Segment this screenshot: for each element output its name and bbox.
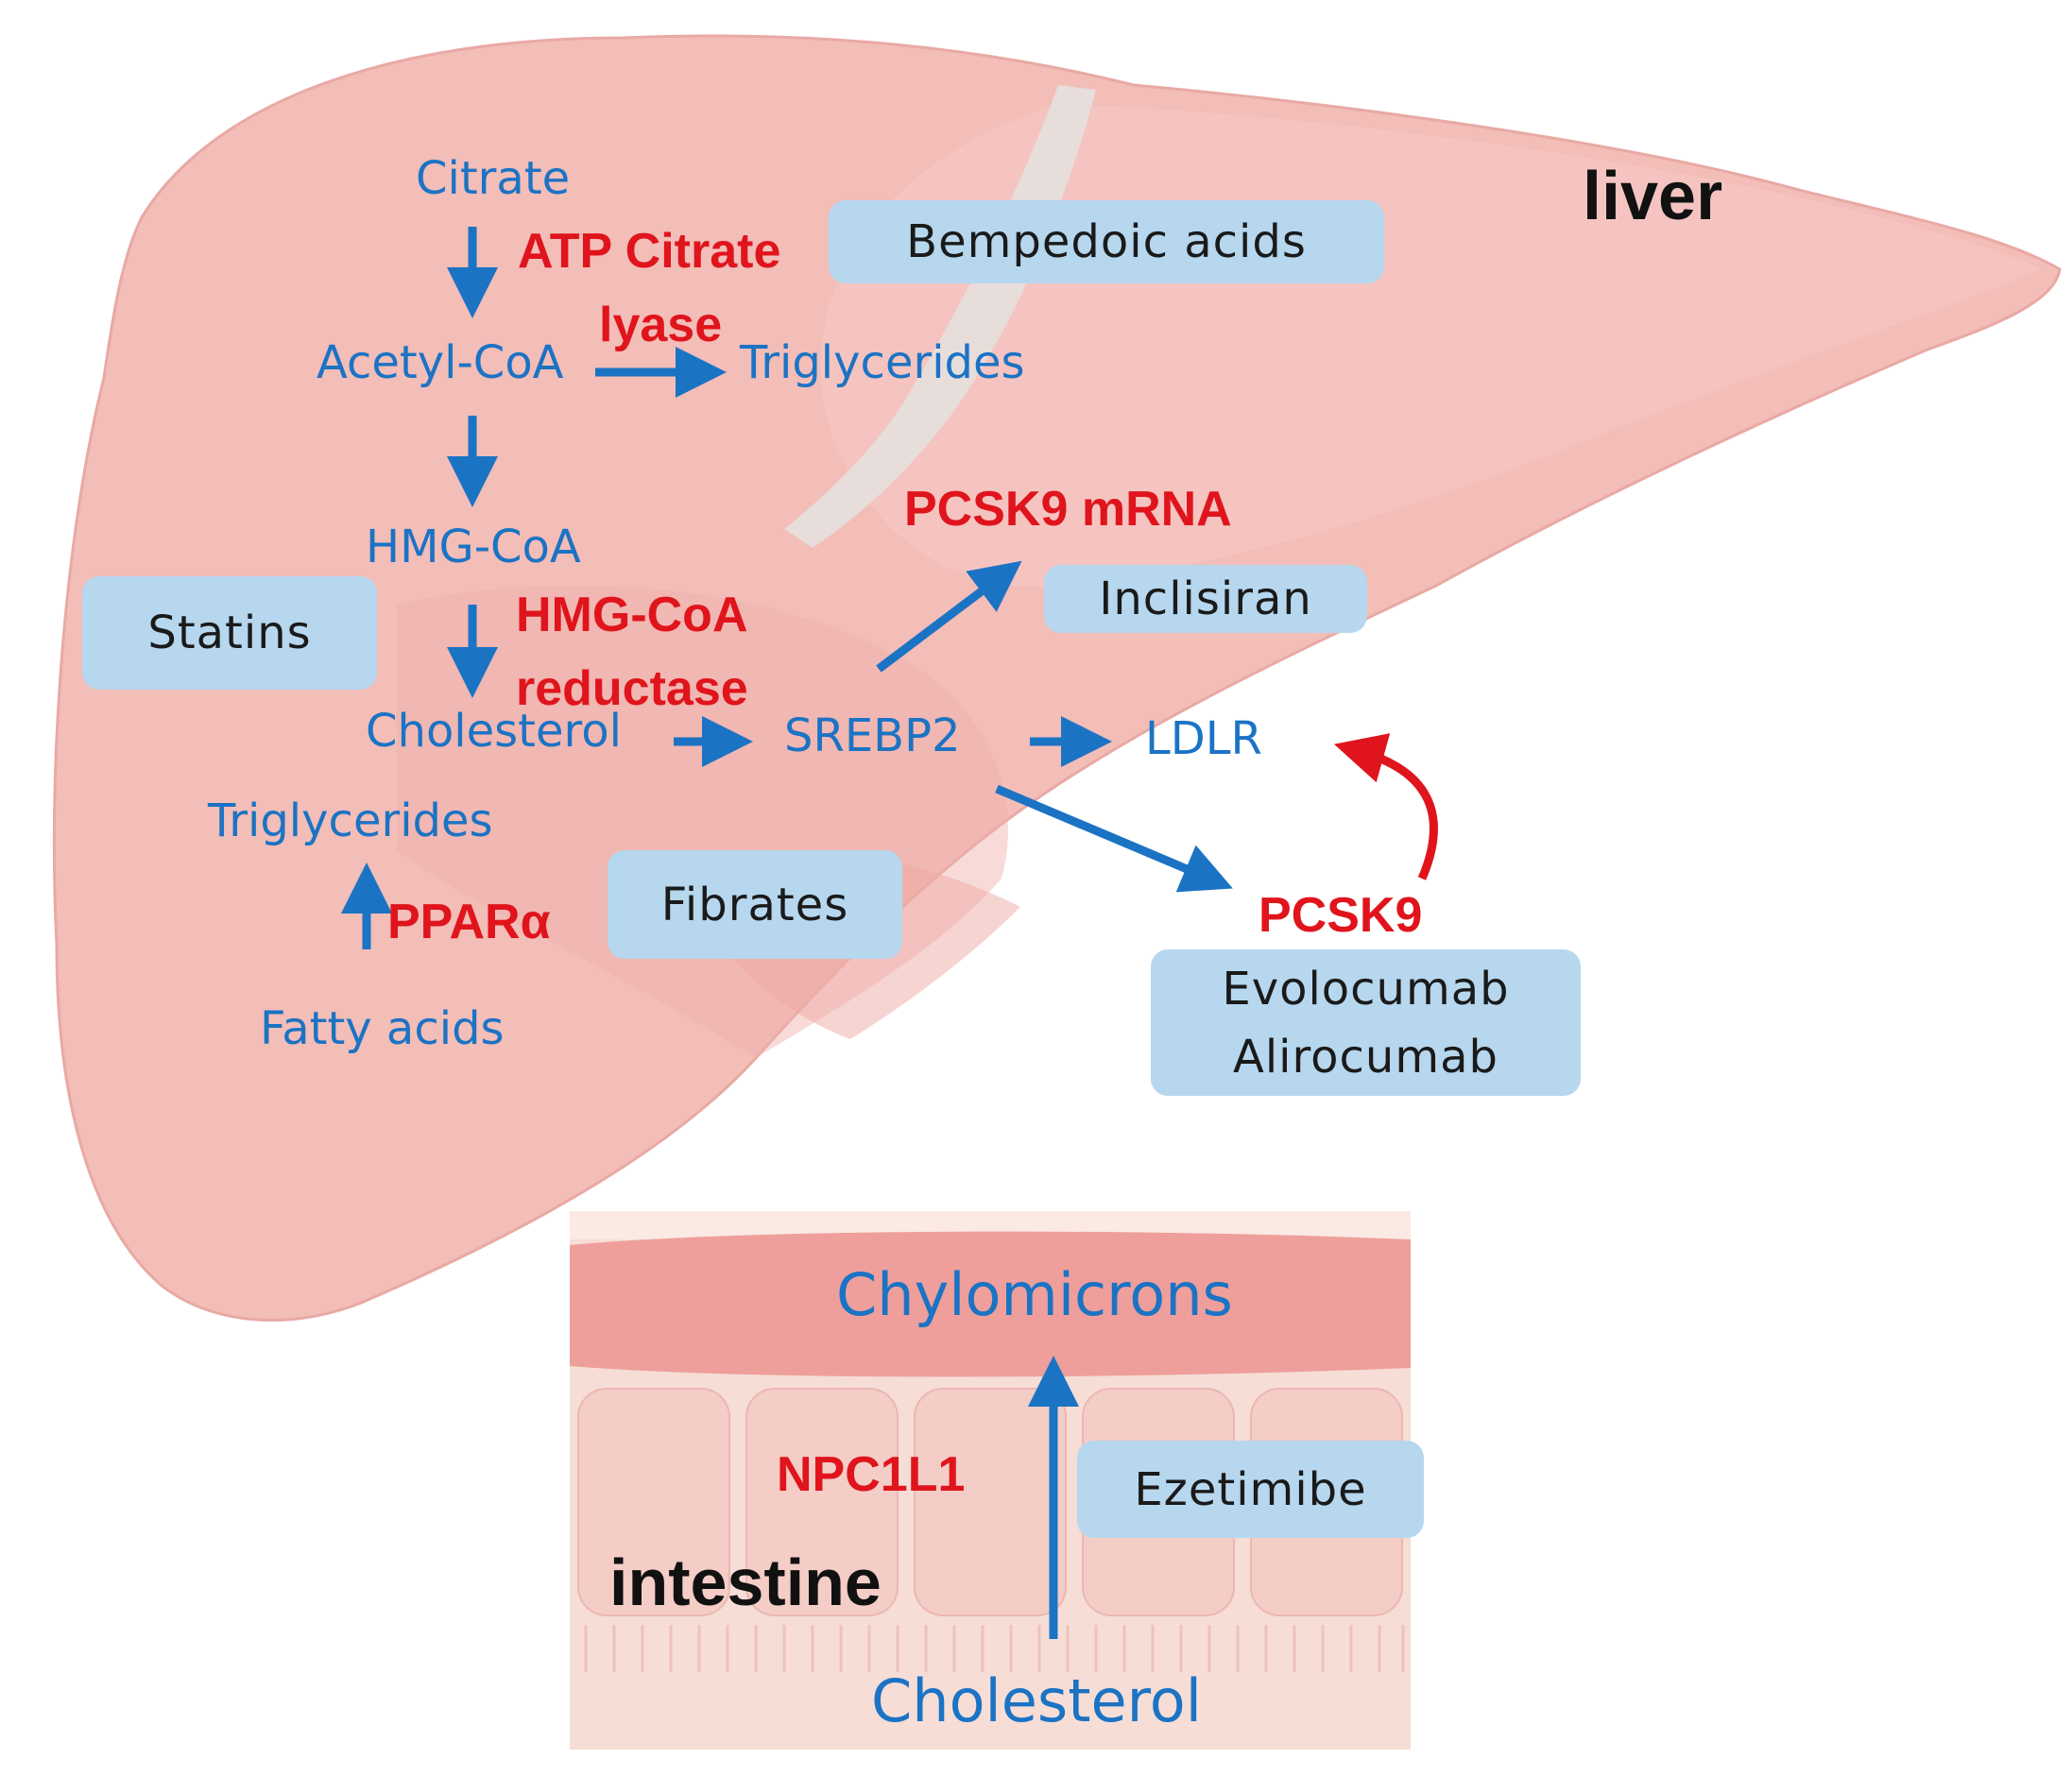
cholesterol-liver-label: Cholesterol	[366, 705, 622, 758]
bempedoic-acid-label: Bempedoic acids	[906, 215, 1307, 268]
pcsk9-label: PCSK9	[1259, 888, 1423, 943]
srebp2-label: SREBP2	[784, 709, 961, 762]
chylomicrons-label: Chylomicrons	[836, 1260, 1233, 1329]
triglycerides-left-label: Triglycerides	[208, 794, 493, 847]
intestine-label: intestine	[609, 1545, 882, 1619]
arrow-srebp2-to-pcsk9	[995, 784, 1233, 893]
arrow-pcsk9-degrades-ldlr	[1333, 733, 1438, 880]
evolocumab-label: Evolocumab	[1222, 962, 1510, 1016]
pcsk9-antibodies-box: Evolocumab Alirocumab	[1151, 949, 1581, 1096]
ezetimibe-box: Ezetimibe	[1077, 1441, 1424, 1538]
ppar-alpha-label: PPARα	[387, 895, 551, 949]
intestine-band	[570, 1231, 1411, 1377]
atp-citrate-lyase-label-line2: lyase	[599, 298, 723, 352]
triglycerides-top-label: Triglycerides	[740, 336, 1025, 389]
bempedoic-acid-box: Bempedoic acids	[829, 200, 1384, 283]
inclisiran-label: Inclisiran	[1099, 572, 1312, 625]
hmg-coa-reductase-label-line1: HMG-CoA	[516, 588, 748, 642]
intestine-brush-border	[584, 1625, 1405, 1672]
fibrates-box: Fibrates	[608, 850, 902, 959]
ldlr-label: LDLR	[1145, 712, 1262, 765]
arrow-srebp2-to-pcsk9mrna	[876, 560, 1022, 673]
cholesterol-intestine-label: Cholesterol	[871, 1666, 1202, 1735]
alirocumab-label: Alirocumab	[1232, 1030, 1498, 1084]
fibrates-label: Fibrates	[660, 878, 849, 931]
statins-label: Statins	[147, 606, 312, 659]
npc1l1-label: NPC1L1	[777, 1447, 966, 1502]
hmg-coa-reductase-label-line2: reductase	[516, 661, 748, 716]
ezetimibe-label: Ezetimibe	[1134, 1462, 1367, 1516]
liver-label: liver	[1583, 159, 1723, 234]
inclisiran-box: Inclisiran	[1044, 565, 1367, 633]
atp-citrate-lyase-label-line1: ATP Citrate	[518, 224, 781, 279]
citrate-label: Citrate	[416, 152, 571, 205]
statins-box: Statins	[82, 576, 377, 690]
hmg-coa-label: HMG-CoA	[366, 521, 581, 573]
pcsk9-mrna-label: PCSK9 mRNA	[904, 482, 1232, 537]
fatty-acids-label: Fatty acids	[260, 1002, 505, 1055]
acetyl-coa-label: Acetyl-CoA	[317, 336, 564, 389]
